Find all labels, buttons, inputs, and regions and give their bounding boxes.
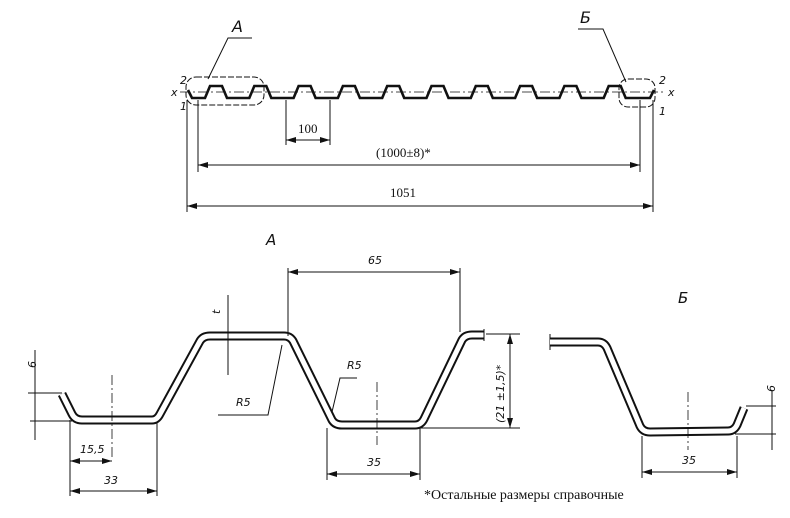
detail-b-view: Б 6 35: [549, 289, 778, 478]
detail-b-profile: [550, 337, 749, 437]
callout-b-leader: [578, 28, 627, 83]
detail-a-view: А t 65 6 R5 R5 (21 ±1,5)* 15,5 33: [26, 231, 520, 496]
dim-r5-label: R5: [347, 359, 362, 372]
dim-useful-width-label: (1000±8)*: [376, 145, 431, 160]
dim-pitch-label: 100: [298, 121, 318, 136]
footnote: *Остальные размеры справочные: [424, 488, 624, 503]
dim-65-label: 65: [368, 254, 382, 267]
dim-total-width-label: 1051: [390, 185, 416, 200]
overview-profile: [186, 84, 656, 100]
callout-a-label: А: [231, 17, 243, 36]
dim-35-label: 35: [682, 454, 696, 467]
dim-33-label: 33: [104, 474, 118, 487]
side-label: 1: [659, 105, 666, 118]
axis-label: x: [667, 86, 675, 99]
side-label: 1: [180, 100, 187, 113]
dim-35-label: 35: [367, 456, 381, 469]
callout-a-leader: [207, 37, 252, 80]
dim-15-5-label: 15,5: [80, 443, 105, 456]
dim-height-label: (21 ±1,5)*: [494, 364, 507, 423]
detail-a-profile: [57, 330, 484, 430]
dim-t-label: t: [210, 309, 223, 314]
callout-b-label: Б: [580, 8, 591, 27]
detail-b-title: Б: [678, 289, 688, 307]
axis-label: x: [170, 86, 178, 99]
detail-a-title: А: [265, 231, 276, 249]
side-label: 2: [180, 74, 187, 87]
side-label: 2: [659, 74, 666, 87]
dim-r5-label: R5: [236, 396, 251, 409]
dim-6-label: 6: [765, 385, 778, 392]
callout-a-frame: [185, 76, 265, 106]
callout-b-frame: [618, 78, 656, 108]
overview-view: А Б x x 2 1 2 1 100 (1000±8)* 1051: [170, 8, 675, 212]
dim-6-label: 6: [26, 361, 39, 368]
